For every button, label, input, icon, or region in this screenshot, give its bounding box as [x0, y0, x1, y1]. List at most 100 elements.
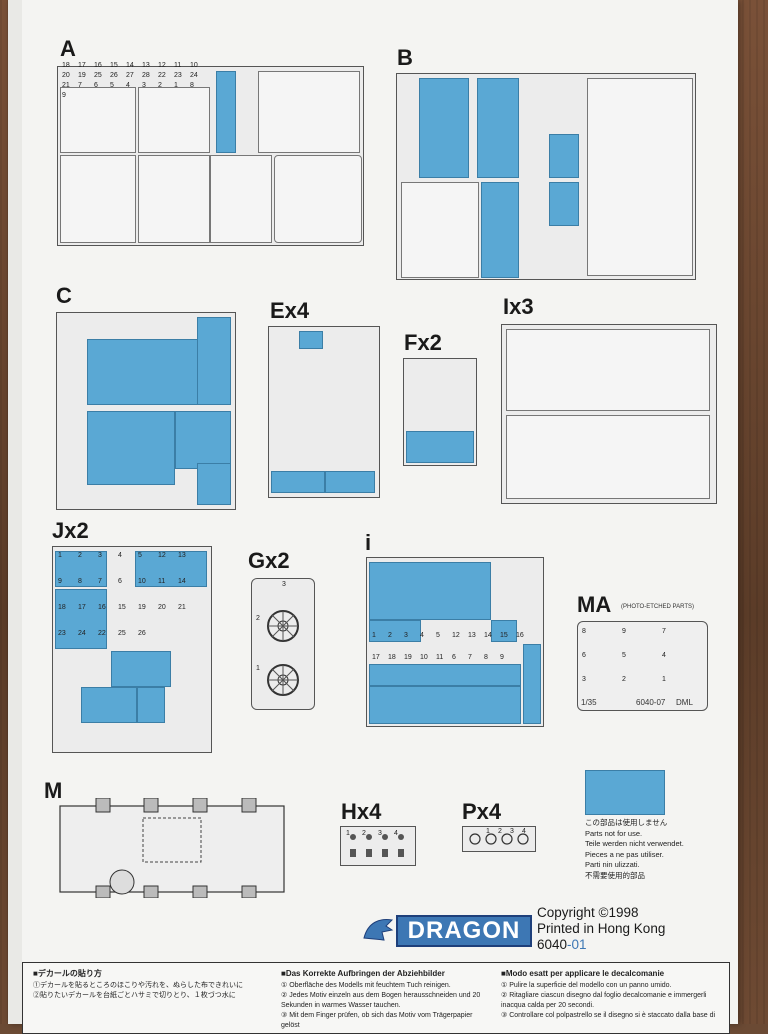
brand-name: DRAGON [396, 915, 532, 947]
part-number: 17 [78, 62, 86, 69]
sprue-b-unused [481, 182, 519, 278]
part-number: 1 [58, 552, 62, 559]
part-number: 15 [110, 62, 118, 69]
sprue-i-unused [369, 562, 491, 620]
sprue-f-unused [406, 431, 474, 463]
part-number: 11 [174, 62, 182, 69]
part-number: 1 [662, 676, 666, 683]
decal-title-jp: ■デカールの貼り方 [33, 969, 102, 978]
part-number: 15 [118, 604, 126, 611]
sprue-p [462, 826, 536, 852]
sprue-g-number: 2 [256, 615, 260, 622]
part-number: 22 [98, 630, 106, 637]
dragon-brand: DRAGON [360, 910, 532, 947]
sprue-label-c: C [56, 283, 72, 308]
part-number: 7 [98, 578, 102, 585]
sprue-j-unused [55, 551, 107, 587]
ma-brand: DML [676, 698, 693, 707]
sprue-e [268, 326, 380, 498]
sprue-e-unused [325, 471, 375, 493]
sprue-a-cell [138, 155, 210, 243]
sprue-i-unused [491, 620, 517, 642]
decal-line: ① Oberfläche des Modells mit feuchtem Tu… [281, 982, 451, 989]
sprue-c [56, 312, 236, 510]
part-number: 19 [78, 72, 86, 79]
part-number: 27 [126, 72, 134, 79]
sprue-i-unused [369, 620, 421, 642]
part-number: 3 [378, 830, 382, 837]
sprue-f [403, 358, 477, 466]
unused-parts-legend: この部品は使用しません Parts not for use. Teile wer… [585, 818, 684, 881]
sprue-g-number: 1 [256, 665, 260, 672]
copyright-block: Copyright ©1998 Printed in Hong Kong 604… [537, 905, 665, 953]
part-number: 7 [468, 654, 472, 661]
legend-line: Parti nin ulizzati. [585, 860, 640, 869]
part-number: 4 [522, 828, 526, 835]
part-number: 9 [62, 92, 66, 99]
part-number: 2 [498, 828, 502, 835]
sprue-h [340, 826, 416, 866]
part-number: 2 [158, 82, 162, 89]
decal-instructions-box: ■デカールの貼り方 ①デカールを貼るところのほこりや汚れを、ぬらした布できれいに… [22, 962, 730, 1034]
decal-line: ② Jedes Motiv einzeln aus dem Bogen hera… [281, 992, 481, 999]
sprue-g-number: 3 [282, 581, 286, 588]
decal-line: ③ Mit dem Finger prüfen, ob sich das Mot… [281, 1012, 473, 1029]
part-number: 6 [582, 652, 586, 659]
part-number: 13 [468, 632, 476, 639]
sprue-c-unused [197, 317, 231, 405]
part-number: 16 [98, 604, 106, 611]
part-number: 2 [388, 632, 392, 639]
part-number: 1 [346, 830, 350, 837]
decal-title-it: ■Modo esatt per applicare le decalcomani… [501, 969, 665, 978]
sprue-label-b: B [397, 45, 413, 70]
sprue-label-ma: MA [577, 592, 612, 617]
part-number: 26 [110, 72, 118, 79]
part-number: 2 [78, 552, 82, 559]
sprue-b-unused [549, 134, 579, 178]
part-number: 5 [138, 552, 142, 559]
part-number: 26 [138, 630, 146, 637]
sprue-j-unused [111, 651, 171, 687]
part-number: 21 [62, 82, 70, 89]
part-number: 17 [372, 654, 380, 661]
sprue-a-cell [138, 87, 210, 153]
sprue-label-m: M [44, 778, 63, 803]
part-number: 1 [486, 828, 490, 835]
sprue-g: 3 2 1 [251, 578, 315, 710]
part-number: 8 [78, 578, 82, 585]
sprue-a-hull-part [258, 71, 360, 153]
sprue-j-unused [55, 589, 107, 649]
part-number: 19 [404, 654, 412, 661]
lower-hull-drawing [59, 798, 285, 898]
sprue-c-unused [87, 339, 199, 405]
part-number: 19 [138, 604, 146, 611]
sprue-i-unused [369, 664, 521, 686]
wheel-icon [267, 610, 299, 642]
part-number: 3 [510, 828, 514, 835]
part-number: 21 [178, 604, 186, 611]
sprue-label-j: Jx2 [52, 518, 89, 543]
printed-line: Printed in Hong Kong [537, 921, 666, 936]
ma-scale: 1/35 [581, 698, 597, 707]
legend-line: Pieces a ne pas utiliser. [585, 849, 664, 859]
sprue-a-cell [210, 155, 272, 243]
product-code-main: 6040 [537, 937, 568, 952]
part-number: 2 [362, 830, 366, 837]
decal-instructions-it: ■Modo esatt per applicare le decalcomani… [501, 969, 725, 1021]
sprue-a-cell [274, 155, 362, 243]
part-number: 4 [394, 830, 398, 837]
product-code-suffix: -01 [567, 937, 587, 952]
part-number: 9 [58, 578, 62, 585]
part-number: 10 [138, 578, 146, 585]
part-number: 23 [174, 72, 182, 79]
part-number: 16 [94, 62, 102, 69]
sprue-b [396, 73, 696, 280]
legend-line: 不需要使用的部品 [585, 870, 645, 880]
sprue-a [57, 66, 364, 246]
sprue-a-cell [60, 87, 136, 153]
wheel-icon [267, 664, 299, 696]
part-number: 3 [142, 82, 146, 89]
sprue-label-h: Hx4 [341, 799, 382, 824]
decal-instructions-de: ■Das Korrekte Aufbringen der Abziehbilde… [281, 969, 491, 1031]
part-number: 4 [662, 652, 666, 659]
